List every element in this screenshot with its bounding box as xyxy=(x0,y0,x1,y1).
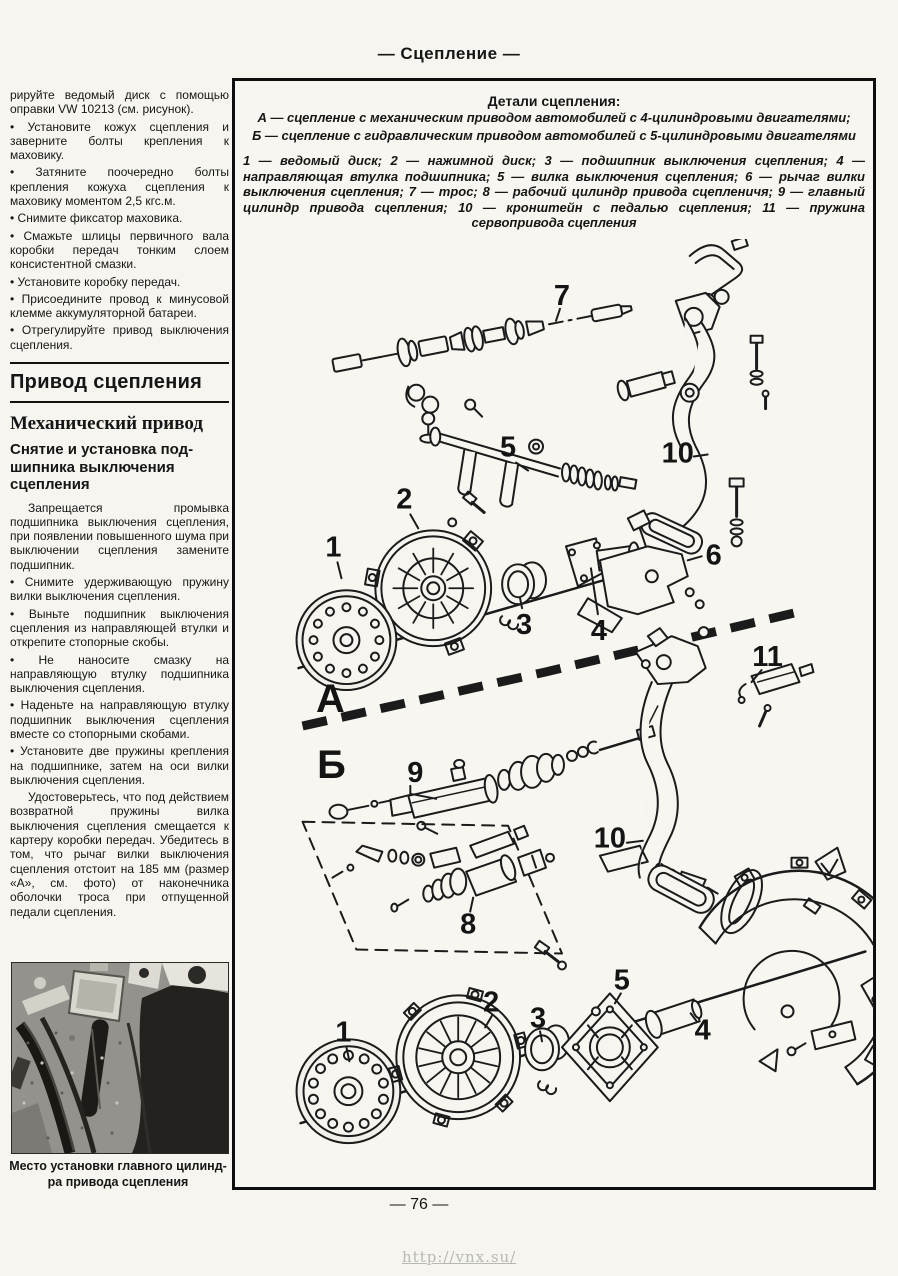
callout-5-plate-b: 5 xyxy=(614,964,630,996)
clutch-exploded-diagram: 7 5 2 1 3 4 6 10 А Б 11 9 10 8 1 2 3 5 4 xyxy=(295,239,874,1145)
instruction-bullet: • Установите две пружины крепления на по… xyxy=(10,744,229,787)
hose-group-frame-dashed xyxy=(301,820,563,955)
variant-b-label: Б — сцепление с гидравлическим приводом … xyxy=(252,127,856,143)
callout-1-driven-disc-b: 1 xyxy=(335,1016,351,1048)
instruction-bullet: • Выньте подшипник выключения сцепления … xyxy=(10,606,229,650)
pedal-bracket-hydraulic xyxy=(634,626,763,935)
callout-5-fork: 5 xyxy=(500,432,516,464)
instruction-bullet: • Смажьте шлицы первичного вала коробки … xyxy=(10,228,229,272)
pressure-plate-a xyxy=(364,490,493,656)
clutch-cable xyxy=(331,303,633,373)
driven-disc-a xyxy=(295,589,398,692)
instruction-bullet: • Снимите фиксатор маховика. xyxy=(10,211,183,226)
photo-image xyxy=(7,963,228,1155)
photo-master-cylinder-location xyxy=(7,962,229,1155)
callout-2-pressure-plate-a: 2 xyxy=(396,483,412,515)
photo-caption: Место установки главного цилинд- ра прив… xyxy=(9,1159,227,1189)
release-fork xyxy=(419,398,638,508)
subsection-heading-mechanical-drive: Механический привод xyxy=(10,413,203,435)
clutch-bell-housing xyxy=(698,846,874,1086)
slave-cylinder xyxy=(390,848,556,913)
instruction-bullet: • Присоедините провод к минусовой клемме… xyxy=(10,291,229,321)
callout-10-pedal-b: 10 xyxy=(594,823,626,855)
instruction-bullet: • Отрегулируйте привод выключения сцепле… xyxy=(10,323,229,352)
instruction-bullet: • Снимите удерживающую пружину вилки вык… xyxy=(10,575,229,604)
variant-a-label: А — сцепление с механическим приводом ав… xyxy=(257,110,851,125)
left-column: рируйте ведомый диск с помощью оправки V… xyxy=(10,88,229,958)
subsection-heading-bearing-removal: Снятие и установка под- шипника выключен… xyxy=(10,441,194,494)
release-bearing-b xyxy=(524,1024,570,1096)
section-divider-dashed xyxy=(301,607,799,731)
release-bearing-a xyxy=(499,561,548,631)
callout-leaders xyxy=(336,307,763,1063)
section-label-a: А xyxy=(316,677,345,721)
parts-legend: 1 — ведомый диск; 2 — нажимной диск; 3 —… xyxy=(243,153,865,230)
callout-4-sleeve-b: 4 xyxy=(695,1014,711,1046)
callout-1-driven-disc-a: 1 xyxy=(325,531,341,563)
callout-9-master-cylinder: 9 xyxy=(407,757,423,789)
clutch-details-panel: Детали сцепления: А — сцепление с механи… xyxy=(232,78,876,1190)
callout-7-cable: 7 xyxy=(554,280,570,312)
callout-3-bearing-b: 3 xyxy=(530,1002,546,1034)
hydraulic-hose-parts xyxy=(331,824,719,895)
watermark-link: http://vnx.su/ xyxy=(402,1248,517,1266)
pressure-plate-b xyxy=(387,939,567,1128)
pedal-bracket-mechanical xyxy=(616,239,770,555)
instruction-bullet: • Установите коробку передач. xyxy=(10,274,181,289)
cable-clip xyxy=(405,383,440,414)
callout-8-slave-cylinder: 8 xyxy=(460,909,476,941)
paragraph: Запрещается промывка подшипника выключен… xyxy=(10,500,229,572)
driven-disc-b xyxy=(295,1038,402,1145)
guide-sleeve-b xyxy=(644,998,703,1039)
instruction-bullet: • Затяните поочередно болты крепления ко… xyxy=(10,165,229,209)
bearing-guide-plate xyxy=(560,992,659,1103)
callout-3-bearing-a: 3 xyxy=(516,609,532,641)
section-heading-clutch-drive: Привод сцепления xyxy=(10,362,229,404)
page-number: — 76 — xyxy=(389,1196,449,1213)
page-title: — Сцепление — xyxy=(377,44,521,63)
section-label-b: Б xyxy=(317,743,346,787)
callout-11-servo-spring: 11 xyxy=(752,641,783,673)
gearbox-bracket-lever xyxy=(576,477,745,634)
callout-6-lever: 6 xyxy=(706,539,722,571)
paragraph: рируйте ведомый диск с помощью оправки V… xyxy=(10,88,229,117)
callout-4-sleeve-a: 4 xyxy=(591,615,607,647)
instruction-bullet: • Установите кожух сцепления и заверните… xyxy=(10,119,229,163)
callout-2-pressure-plate-b: 2 xyxy=(483,986,499,1018)
instruction-bullet: • Наденьте на направляющую втулку подшип… xyxy=(10,698,229,741)
servo-spring xyxy=(737,663,815,728)
details-title: Детали сцепления: xyxy=(487,93,621,109)
instruction-bullet: • Не наносите смазку на направляющую вту… xyxy=(10,652,229,696)
master-cylinder xyxy=(328,705,659,835)
paragraph: Удостоверьтесь, что под действием возвра… xyxy=(10,790,229,919)
callout-10-pedal-a: 10 xyxy=(662,438,694,470)
